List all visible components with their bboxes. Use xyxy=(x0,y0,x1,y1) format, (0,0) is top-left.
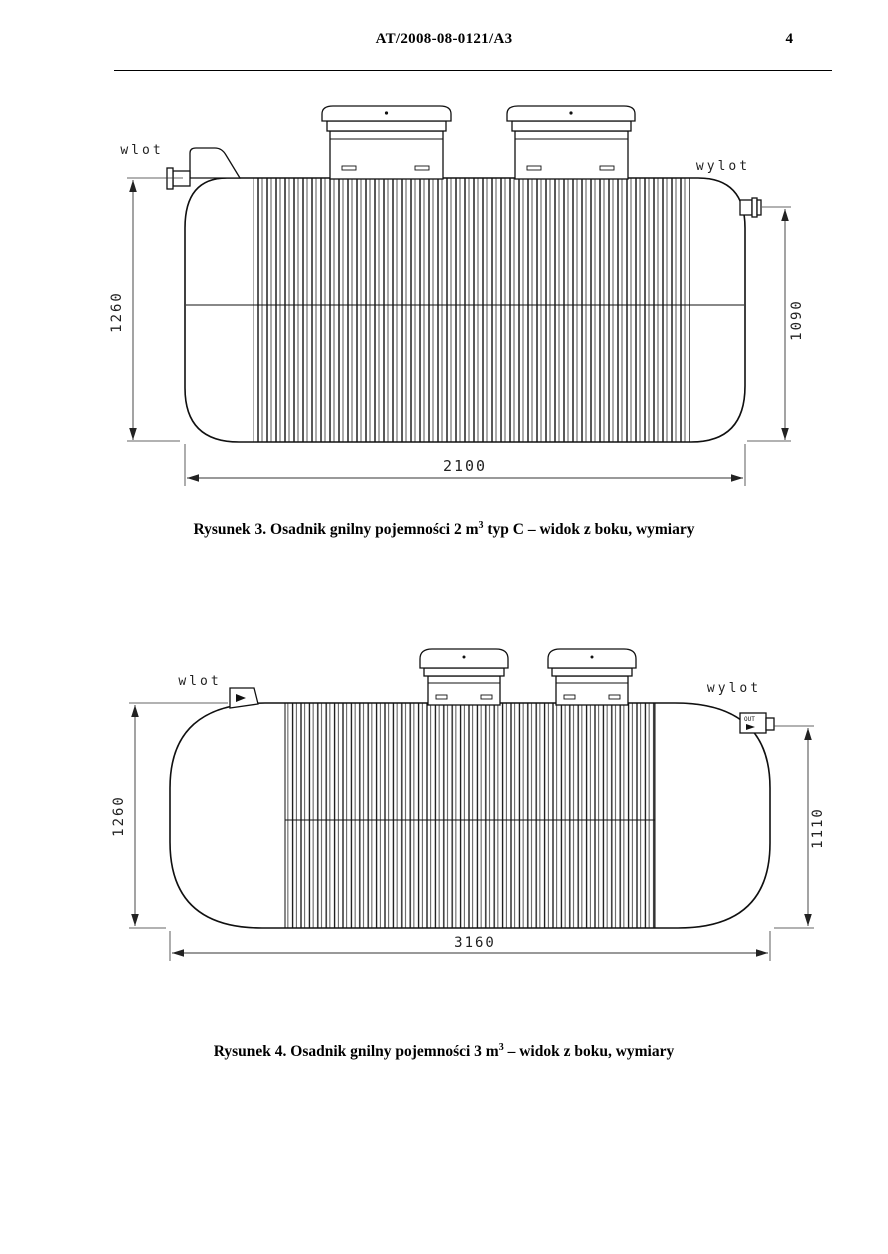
manhole-riser-1 xyxy=(419,648,509,706)
inlet-assembly: wlot xyxy=(178,674,259,709)
header-rule xyxy=(114,70,832,71)
riser-slot xyxy=(480,694,493,700)
tank-shell-overstroke xyxy=(169,702,771,929)
caption4-suffix: – widok z boku, wymiary xyxy=(503,1043,675,1061)
page-number: 4 xyxy=(785,31,794,47)
riser-shaft xyxy=(329,130,444,180)
inlet-pipe xyxy=(172,170,191,187)
lid-rim xyxy=(511,120,632,132)
caption3-sup: 3 xyxy=(478,520,484,531)
dim-bottom-value: 2100 xyxy=(443,457,487,475)
caption4-text: Rysunek 4. Osadnik gnilny pojemności 3 m xyxy=(213,1043,499,1061)
outlet-assembly: wylot xyxy=(696,159,762,218)
dim-left-value: 1260 xyxy=(109,291,125,333)
riser-shaft xyxy=(555,675,629,706)
lid-center-dot xyxy=(384,111,389,115)
document-number: AT/2008-08-0121/A3 xyxy=(375,31,513,47)
tank-body-3m3 xyxy=(169,702,771,929)
outlet-label: wylot xyxy=(696,159,750,174)
dim-left-value: 1260 xyxy=(111,795,127,837)
outlet-marking: OUT xyxy=(744,716,755,723)
inlet-flow-arrow xyxy=(236,694,246,702)
inlet-flange xyxy=(166,167,174,190)
inlet-label: wlot xyxy=(178,674,221,689)
riser-shaft xyxy=(427,675,501,706)
lid-center-dot xyxy=(569,111,573,115)
riser-slot xyxy=(526,165,542,171)
manhole-riser-2 xyxy=(506,105,636,180)
lid-center-dot xyxy=(590,655,594,659)
riser-slot xyxy=(608,694,621,700)
lid-rim xyxy=(551,667,633,677)
riser-slot xyxy=(341,165,357,171)
lid-rim xyxy=(423,667,505,677)
dim-right-value: 1110 xyxy=(810,807,826,849)
riser-slot xyxy=(435,694,448,700)
outlet-flange xyxy=(751,197,758,218)
dimension-length-bottom: 2100 xyxy=(184,444,746,486)
figure4-drawing: wlot OUT wylot 1260 1110 3160 xyxy=(111,648,826,961)
manhole-riser-1 xyxy=(321,105,452,180)
riser-slot xyxy=(599,165,615,171)
dim-right-value: 1090 xyxy=(789,299,805,341)
riser-slot xyxy=(414,165,430,171)
outlet-label: wylot xyxy=(707,681,761,696)
caption4-sup: 3 xyxy=(498,1042,504,1053)
tank-body-2m3 xyxy=(184,177,746,443)
outlet-flow-arrow xyxy=(746,724,755,730)
tank-ribs xyxy=(285,703,655,928)
manhole-riser-2 xyxy=(547,648,637,706)
inlet-label: wlot xyxy=(120,143,163,158)
outlet-stub xyxy=(756,199,762,216)
inlet-assembly: wlot xyxy=(120,143,242,190)
riser-slot xyxy=(563,694,576,700)
figure3-caption: Rysunek 3. Osadnik gnilny pojemności 2 m… xyxy=(0,520,888,539)
outlet-stub xyxy=(765,717,775,731)
figure4-caption: Rysunek 4. Osadnik gnilny pojemności 3 m… xyxy=(0,1042,888,1061)
lid-center-dot xyxy=(462,655,466,659)
riser-shaft xyxy=(514,130,629,180)
caption3-suffix: typ C – widok z boku, wymiary xyxy=(483,521,695,539)
dimension-height-right: 1110 xyxy=(774,725,826,929)
dimension-height-left: 1260 xyxy=(109,177,183,442)
outlet-pipe xyxy=(739,199,753,216)
caption3-text: Rysunek 3. Osadnik gnilny pojemności 2 m xyxy=(193,521,479,539)
dim-bottom-value: 3160 xyxy=(454,935,496,951)
dimension-height-right: 1090 xyxy=(747,206,805,442)
outlet-assembly: OUT wylot xyxy=(707,681,775,734)
tank-ribs xyxy=(253,178,690,442)
lid-rim xyxy=(326,120,447,132)
inlet-hood xyxy=(189,147,242,179)
dimension-length-bottom: 3160 xyxy=(169,931,771,961)
figure3-drawing: wlot wylot 1260 1090 2100 xyxy=(109,105,805,486)
dimension-height-left: 1260 xyxy=(111,702,228,929)
